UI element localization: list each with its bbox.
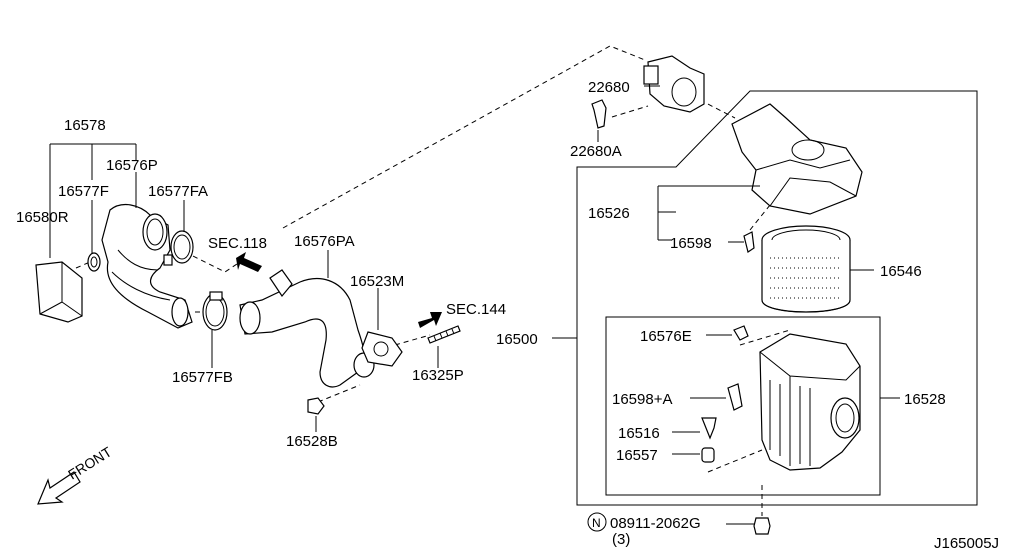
n-symbol-letter: N [592,516,601,530]
dashed-line-16325P [394,334,431,346]
grommet-16557-part [701,447,715,463]
assembly-16500-outline [576,90,978,506]
filter-16546-bottom [761,299,851,313]
airflow-meter-22680-bore [671,77,697,107]
bolt-08911-part [753,517,771,535]
stud-16325P-part [427,325,461,344]
gasket-16523M-part [361,331,403,367]
clip-16598-part [743,231,755,253]
label-16576P: 16576P [106,157,158,174]
duct-16576PA-part [239,278,365,388]
dashed-line-sec118 [184,251,241,273]
cover-16526-neck [791,139,825,161]
dashed-line-22680-to-duct [282,45,646,229]
label-sec118: SEC.118 [208,235,267,252]
duct-16576P-mouth-inner [146,218,164,246]
leader-16578 [49,143,137,258]
arrow-sec118 [236,252,262,272]
label-16598A: 16598+A [612,391,672,408]
clamp-16577FA-inner [173,234,191,260]
dashed-line-22680-to-cover [699,99,736,119]
label-22680: 22680 [588,79,630,96]
label-quantity: (3) [612,531,630,548]
airflow-meter-22680-sensor [643,65,659,85]
duct-16576P-ribs [111,249,171,301]
duct-16576P-part [101,203,193,329]
label-16557: 16557 [616,447,658,464]
label-16523M: 16523M [350,273,404,290]
cover-16526-part [731,103,863,215]
label-16580R: 16580R [16,209,69,226]
label-16516: 16516 [618,425,660,442]
dashed-line-16528B [317,384,361,403]
body-16528-outlet [830,397,860,439]
arrow-sec144 [418,312,442,328]
label-22680A: 22680A [570,143,622,160]
label-16577FA: 16577FA [148,183,208,200]
screw-22680A-part [591,99,607,129]
leader-16526 [657,185,760,241]
diagram-id: J165005J [934,535,999,552]
cover-16526-ribs [755,159,857,207]
stud-16325P-thread [433,328,455,342]
clip-16576E-part [733,325,749,341]
filter-16546-pleats [770,257,842,299]
label-16577F: 16577F [58,183,109,200]
resonator-edge [39,262,83,317]
label-sec144: SEC.144 [446,301,506,318]
label-16500: 16500 [496,331,538,348]
gasket-16523M-hole [373,341,389,357]
n-symbol-circle [587,512,607,532]
label-16598: 16598 [670,235,712,252]
front-arrow-icon [37,471,81,505]
body-16528-edges [759,351,861,466]
label-16325P: 16325P [412,367,464,384]
filter-16546-body [761,240,851,313]
label-16576E: 16576E [640,328,692,345]
dashed-line-16557 [707,449,763,473]
clamp-16577F-part [87,252,101,272]
clamp-16577FA-screw [163,254,173,266]
label-16578: 16578 [64,117,106,134]
clamp-16577FB-screw [209,291,223,301]
assembly-16528-box [605,316,881,496]
label-16546: 16546 [880,263,922,280]
label-16577FB: 16577FB [172,369,233,386]
body-16528-ribs [769,380,811,466]
duct-16576PA-inlet [239,301,261,335]
clip-16598A-part [727,383,743,411]
dashed-line-22680A [611,105,649,118]
body-16528-outlet-inner [835,403,855,433]
airflow-meter-22680-part [647,55,705,113]
label-16528: 16528 [904,391,946,408]
dashed-line-16598 [749,204,771,231]
front-label: FRONT [65,443,115,482]
duct-16576PA-nipple [269,269,293,298]
label-16528B: 16528B [286,433,338,450]
clamp-16577F-inner [90,256,98,268]
label-16576PA: 16576PA [294,233,355,250]
nut-16528B-part [307,397,325,415]
label-16526: 16526 [588,205,630,222]
label-08911: 08911-2062G [610,515,701,532]
resonator-16580R-part [35,261,83,323]
grommet-16516-part [701,417,717,440]
duct-16576P-outlet [171,297,189,327]
